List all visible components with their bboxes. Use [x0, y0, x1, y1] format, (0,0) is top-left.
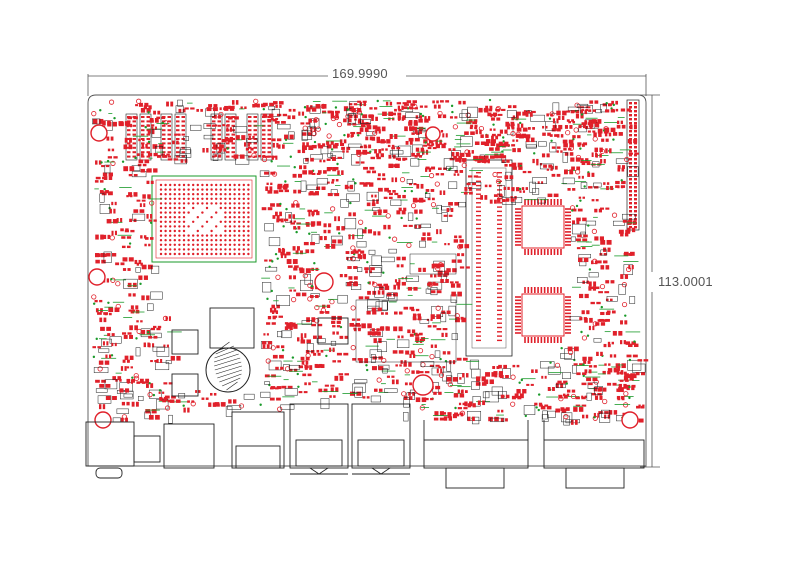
width-dimension-label: 169.9990 — [330, 66, 390, 81]
silkscreen-label-block — [355, 253, 457, 363]
pin-header-right — [626, 99, 640, 231]
qfp-chip-upper — [515, 199, 571, 255]
mounting-holes — [88, 124, 639, 429]
board-outline — [87, 94, 647, 467]
memory-slot — [465, 159, 513, 357]
db9-connector-right — [543, 420, 645, 489]
dimension-lines — [87, 74, 660, 468]
height-dimension-label: 113.0001 — [656, 274, 715, 289]
power-inductors — [171, 307, 349, 397]
rj45-connector-right — [351, 403, 411, 475]
rj45-connector-left — [289, 403, 349, 475]
dc-jack — [85, 421, 161, 479]
bga-cpu — [151, 175, 257, 263]
db9-connector-left — [423, 420, 529, 489]
component-field — [91, 98, 649, 426]
qfp-chip-lower — [515, 287, 571, 343]
battery-holder — [205, 341, 251, 393]
usb-connector — [163, 411, 285, 469]
